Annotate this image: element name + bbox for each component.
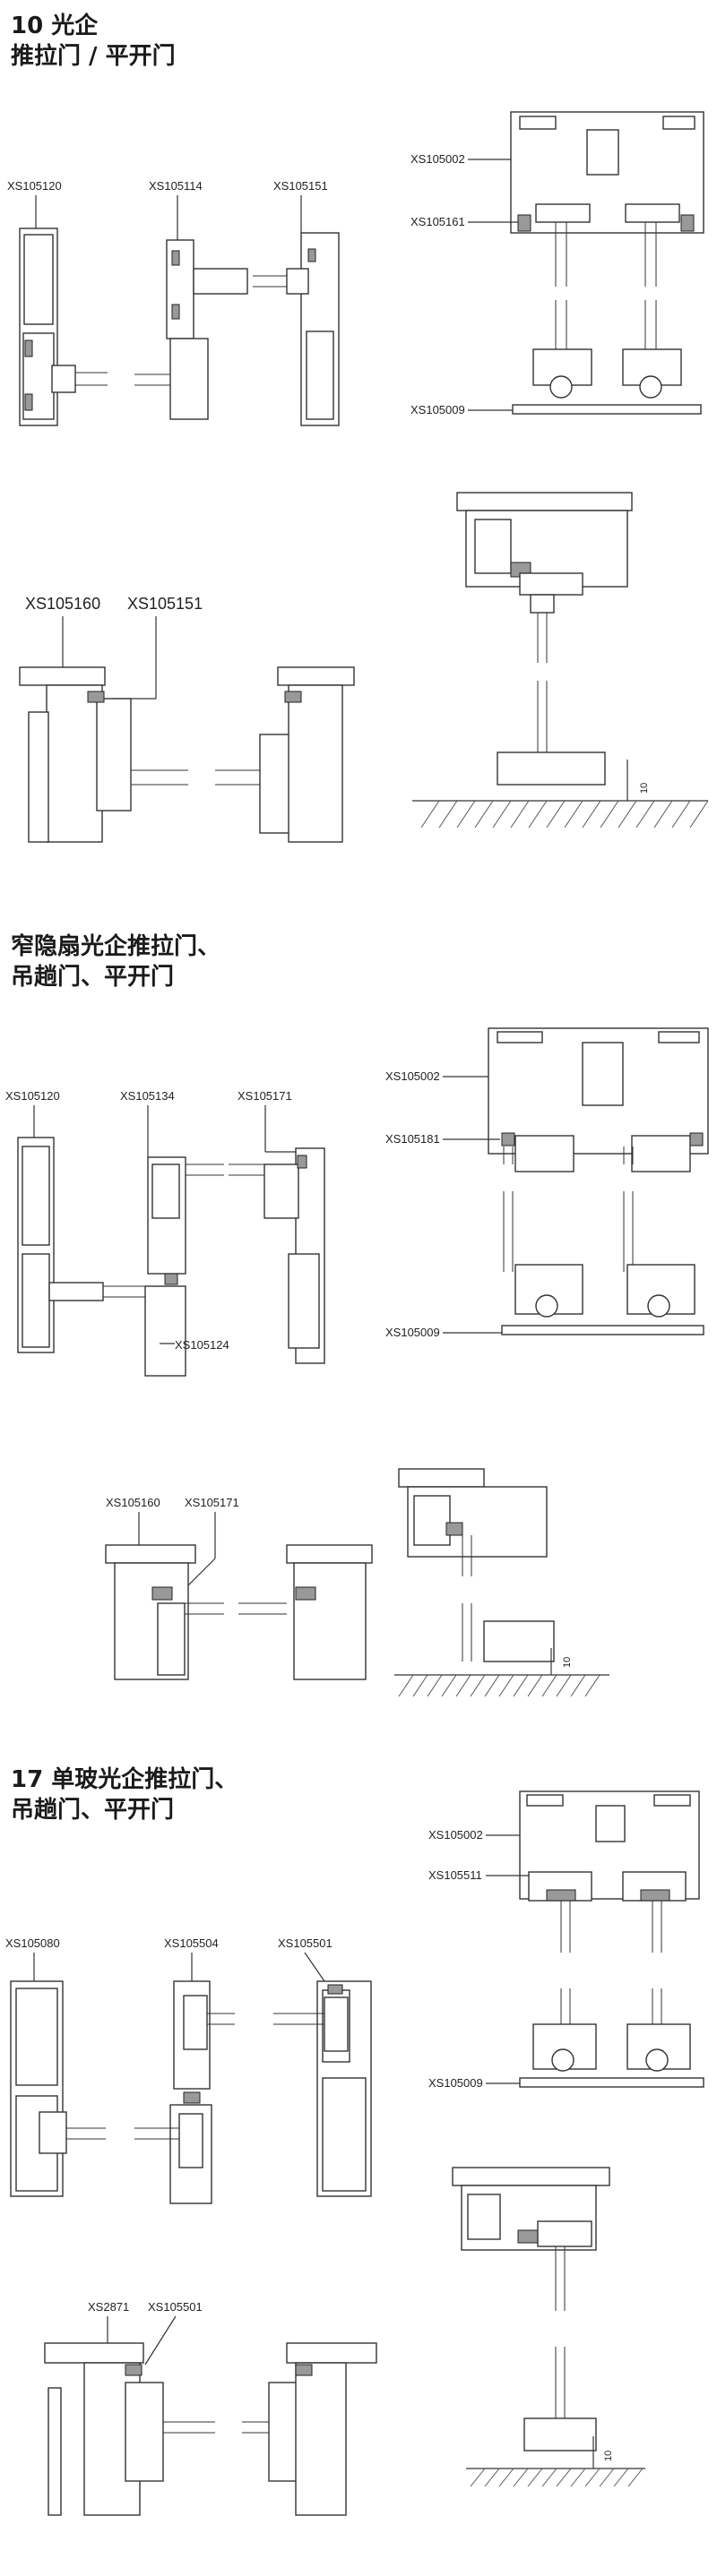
section-3-upper-left-detail: XS105080 XS105504 XS105501 bbox=[5, 1936, 372, 2204]
section-3-upper-right-detail: XS105002 XS105511 XS105009 bbox=[428, 1790, 704, 2090]
label-XS105171: XS105171 bbox=[238, 1089, 292, 1103]
label-XS105134: XS105134 bbox=[120, 1089, 175, 1103]
profile-drawings: XS105120 XS105134 XS105124 XS105171 bbox=[5, 1027, 709, 1697]
section-1-upper-right-detail: XS105002 XS105161 XS105009 bbox=[410, 111, 704, 416]
section-10-sliding-swing-door: 10 光企推拉门 / 平开门 XS105120 XS105114 XS10515… bbox=[0, 0, 717, 896]
title-line-1: 窄隐扇光企推拉门、 bbox=[11, 933, 221, 960]
label-XS105009: XS105009 bbox=[385, 1326, 440, 1339]
label-XS105151: XS105151 bbox=[273, 179, 328, 193]
label-XS105120: XS105120 bbox=[7, 179, 62, 193]
label-XS105114: XS105114 bbox=[149, 179, 203, 193]
label-XS105511: XS105511 bbox=[428, 1868, 482, 1882]
section-1-lower-right-detail: 10 bbox=[412, 492, 709, 829]
section-17-single-glass: 17 单玻光企推拉门、吊趟门、平开门 XS105080 XS105504 XS1… bbox=[0, 1738, 717, 2576]
section-2-upper-right-detail: XS105002 XS105181 XS105009 bbox=[385, 1027, 709, 1339]
title-line-2: 吊趟门、平开门 bbox=[11, 1797, 175, 1824]
label-XS2871: XS2871 bbox=[88, 2300, 129, 2314]
section-title: 窄隐扇光企推拉门、吊趟门、平开门 bbox=[11, 932, 220, 992]
ground-hatch bbox=[420, 800, 709, 829]
profile-drawings: XS105080 XS105504 XS105501 bbox=[5, 1790, 704, 2516]
section-3-lower-right-detail: 10 bbox=[452, 2167, 645, 2487]
title-line-2: 吊趟门、平开门 bbox=[11, 964, 175, 991]
label-XS105151-2: XS105151 bbox=[127, 595, 203, 613]
label-XS105009: XS105009 bbox=[428, 2076, 483, 2090]
section-2-upper-left-detail: XS105120 XS105134 XS105124 XS105171 bbox=[5, 1089, 325, 1377]
label-XS105120: XS105120 bbox=[5, 1089, 60, 1103]
section-2-lower-right-detail: 10 bbox=[394, 1468, 609, 1697]
label-XS105124: XS105124 bbox=[175, 1338, 229, 1352]
section-1-upper-left-detail: XS105120 XS105114 XS105151 bbox=[7, 179, 340, 426]
label-XS105160: XS105160 bbox=[106, 1496, 160, 1509]
section-title: 17 单玻光企推拉门、吊趟门、平开门 bbox=[11, 1765, 238, 1825]
dimension-10: 10 bbox=[562, 1657, 573, 1668]
section-2-lower-left-detail: XS105160 XS105171 bbox=[105, 1496, 373, 1680]
ground-hatch bbox=[470, 2468, 644, 2487]
label-XS105501-2: XS105501 bbox=[148, 2300, 203, 2314]
label-XS105002: XS105002 bbox=[410, 152, 465, 166]
label-XS105080: XS105080 bbox=[5, 1936, 60, 1950]
section-narrow-hidden-sash: 窄隐扇光企推拉门、吊趟门、平开门 XS105120 XS105134 XS105… bbox=[0, 896, 717, 1738]
dimension-10: 10 bbox=[603, 2451, 614, 2461]
label-XS105171-2: XS105171 bbox=[185, 1496, 239, 1509]
section-1-lower-left-detail: XS105160 XS105151 bbox=[19, 595, 355, 843]
title-line-2: 推拉门 / 平开门 bbox=[11, 43, 176, 70]
label-XS105161: XS105161 bbox=[410, 215, 465, 228]
dimension-10: 10 bbox=[639, 783, 650, 794]
section-3-lower-left-detail: XS2871 XS105501 bbox=[44, 2300, 377, 2516]
label-XS105002: XS105002 bbox=[428, 1828, 483, 1842]
title-line-1: 10 光企 bbox=[11, 13, 99, 39]
ground-hatch bbox=[398, 1674, 600, 1697]
label-XS105504: XS105504 bbox=[164, 1936, 219, 1950]
profile-drawings: XS105120 XS105114 XS105151 bbox=[7, 111, 709, 843]
title-line-1: 17 单玻光企推拉门、 bbox=[11, 1766, 238, 1793]
section-title: 10 光企推拉门 / 平开门 bbox=[11, 11, 176, 72]
label-XS105501: XS105501 bbox=[278, 1936, 333, 1950]
label-XS105002: XS105002 bbox=[385, 1069, 440, 1083]
label-XS105160: XS105160 bbox=[25, 595, 100, 613]
label-XS105009: XS105009 bbox=[410, 403, 465, 416]
label-XS105181: XS105181 bbox=[385, 1132, 440, 1146]
